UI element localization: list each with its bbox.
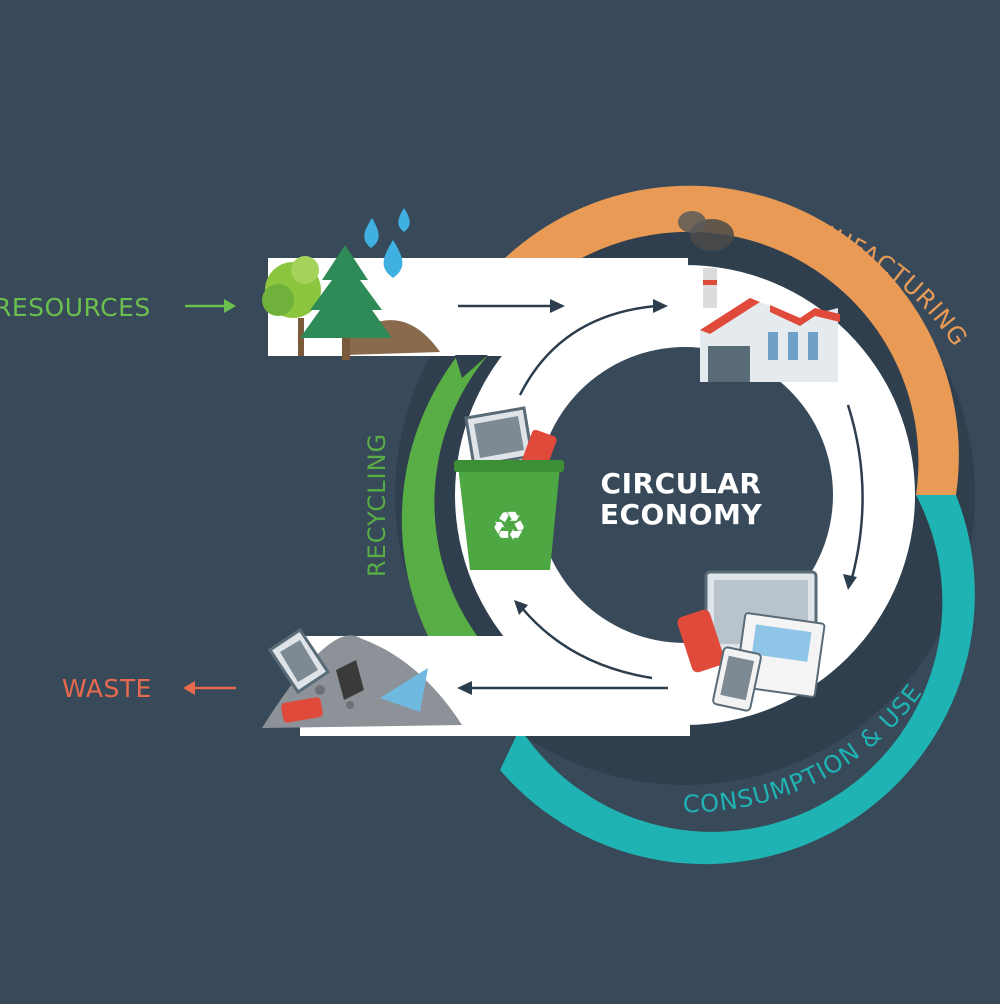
factory-icon (678, 211, 840, 382)
arrow-recycling-to-manufacturing (518, 304, 657, 396)
arrow-heads (457, 299, 857, 695)
center-title-line1: CIRCULAR (601, 467, 762, 500)
waste-label: WASTE (62, 674, 152, 703)
svg-text:♻: ♻ (491, 504, 527, 550)
resources-label: RESOURCES (0, 293, 151, 322)
waste-pile-icon (262, 627, 462, 728)
water-drop-icon (364, 208, 410, 278)
arrow-consumption-to-recycling (521, 607, 653, 680)
waste-arrow (183, 681, 236, 695)
center-hole (537, 347, 833, 643)
flow-arrows (458, 304, 864, 690)
devices-icon (677, 570, 826, 712)
manufacturing-arc (505, 185, 959, 496)
recycle-bin-icon: ♻ (454, 406, 564, 570)
recycling-label: RECYCLING (363, 433, 391, 577)
arrow-manufacturing-to-consumption (846, 404, 864, 579)
resources-arrow (185, 299, 236, 313)
recycling-arc (401, 355, 488, 640)
tree-icon (262, 245, 440, 360)
center-title-line2: ECONOMY (600, 498, 763, 531)
